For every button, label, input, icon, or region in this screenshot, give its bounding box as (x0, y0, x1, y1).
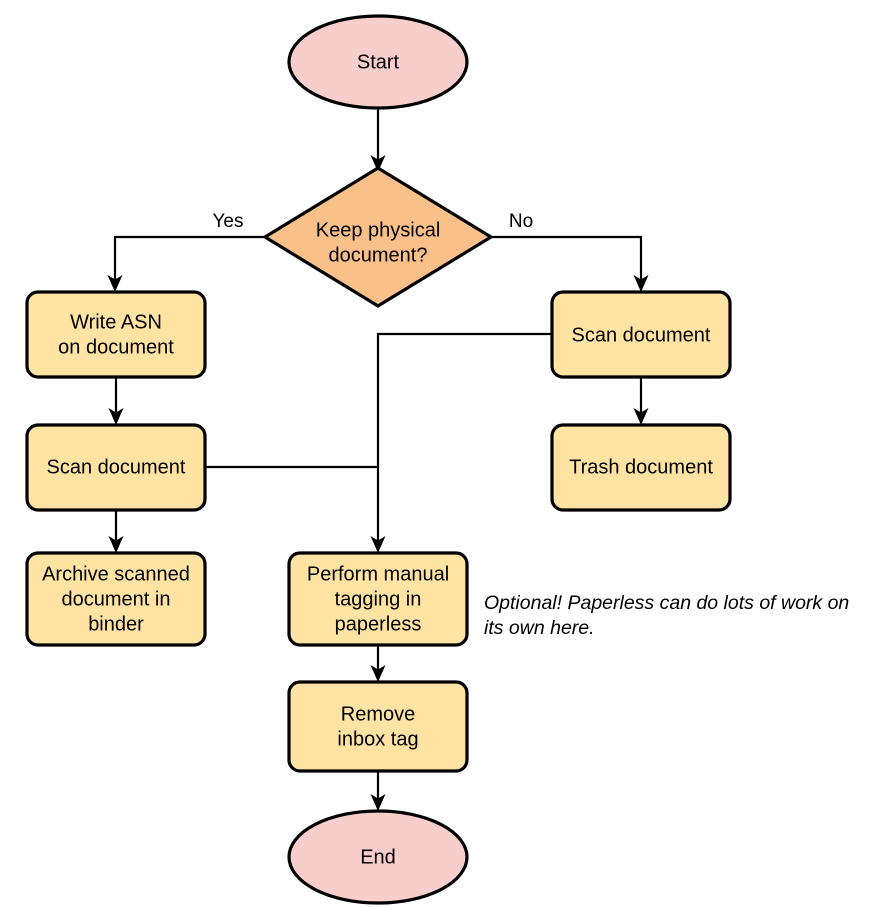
node-write-asn-label-line2: on document (58, 336, 174, 358)
node-scan-document-left-shape[interactable] (25, 423, 207, 512)
arrow-head (370, 536, 386, 553)
annotation-optional-note: Optional! Paperless can do lots of work … (484, 592, 849, 639)
node-manual-tagging-label-line1: Perform manual (307, 563, 449, 585)
edge-line (113, 235, 265, 282)
node-remove-inbox-tag[interactable]: Remove inbox tag (287, 680, 469, 773)
node-remove-inbox-tag-label-line2: inbox tag (337, 728, 418, 750)
node-manual-tagging-shape[interactable] (287, 551, 469, 647)
annotation-optional-note-line2: its own here. (484, 617, 595, 639)
edge-scan-right-to-trash (633, 377, 649, 425)
node-archive-binder[interactable]: Archive scanned document in binder (25, 551, 207, 647)
edge-scan-right-to-manual-tagging (370, 332, 552, 553)
node-end-label: End (360, 846, 396, 868)
edge-label-no: No (509, 211, 533, 232)
node-manual-tagging-label-line2: tagging in (335, 588, 422, 610)
edge-remove-inbox-to-end (370, 771, 386, 811)
edge-decision-yes-to-write-asn: Yes (107, 211, 265, 292)
node-start-shape[interactable] (287, 14, 469, 110)
edge-write-asn-to-scan-left (108, 377, 124, 425)
node-archive-binder-label-line3: binder (88, 613, 144, 635)
arrow-head (370, 155, 386, 172)
edge-start-to-decision (370, 108, 386, 172)
node-write-asn-label-line1: Write ASN (70, 311, 162, 333)
node-decision-keep-physical[interactable]: Keep physical document? (263, 166, 493, 308)
node-manual-tagging-label-line3: paperless (335, 613, 422, 635)
node-end-shape[interactable] (287, 809, 469, 905)
node-start-label: Start (357, 51, 400, 73)
edge-scan-left-to-archive (108, 510, 124, 553)
node-archive-binder-label-line2: document in (62, 588, 171, 610)
node-manual-tagging[interactable]: Perform manual tagging in paperless (287, 551, 469, 647)
node-archive-binder-label-line1: Archive scanned (42, 563, 190, 585)
node-remove-inbox-tag-label-line1: Remove (341, 703, 415, 725)
node-scan-document-left[interactable]: Scan document (25, 423, 207, 512)
node-start[interactable]: Start (287, 14, 469, 110)
node-scan-document-right-label: Scan document (572, 324, 711, 346)
edge-label-yes: Yes (213, 211, 244, 232)
arrow-head (370, 794, 386, 811)
node-scan-document-right-shape[interactable] (550, 290, 732, 379)
node-end[interactable]: End (287, 809, 469, 905)
node-decision-label-line2: document? (329, 244, 428, 266)
node-write-asn-shape[interactable] (25, 290, 207, 379)
node-remove-inbox-tag-shape[interactable] (287, 680, 469, 773)
arrow-head (107, 275, 123, 292)
node-archive-binder-shape[interactable] (25, 551, 207, 647)
arrow-head (108, 408, 124, 425)
edge-line (376, 332, 552, 543)
edge-decision-no-to-scan-right: No (491, 211, 649, 292)
node-decision-label-line1: Keep physical (316, 219, 441, 241)
edge-manual-tagging-to-remove-inbox (370, 645, 386, 682)
edge-line (491, 235, 643, 282)
node-trash-document[interactable]: Trash document (550, 423, 732, 512)
arrow-head (633, 275, 649, 292)
node-trash-document-label: Trash document (569, 456, 713, 478)
node-write-asn[interactable]: Write ASN on document (25, 290, 207, 379)
node-decision-shape[interactable] (263, 166, 493, 308)
node-scan-document-left-label: Scan document (47, 456, 186, 478)
arrow-head (370, 665, 386, 682)
arrow-head (633, 408, 649, 425)
arrow-head (108, 536, 124, 553)
annotation-optional-note-line1: Optional! Paperless can do lots of work … (484, 592, 849, 614)
node-scan-document-right[interactable]: Scan document (550, 290, 732, 379)
node-trash-document-shape[interactable] (550, 423, 732, 512)
